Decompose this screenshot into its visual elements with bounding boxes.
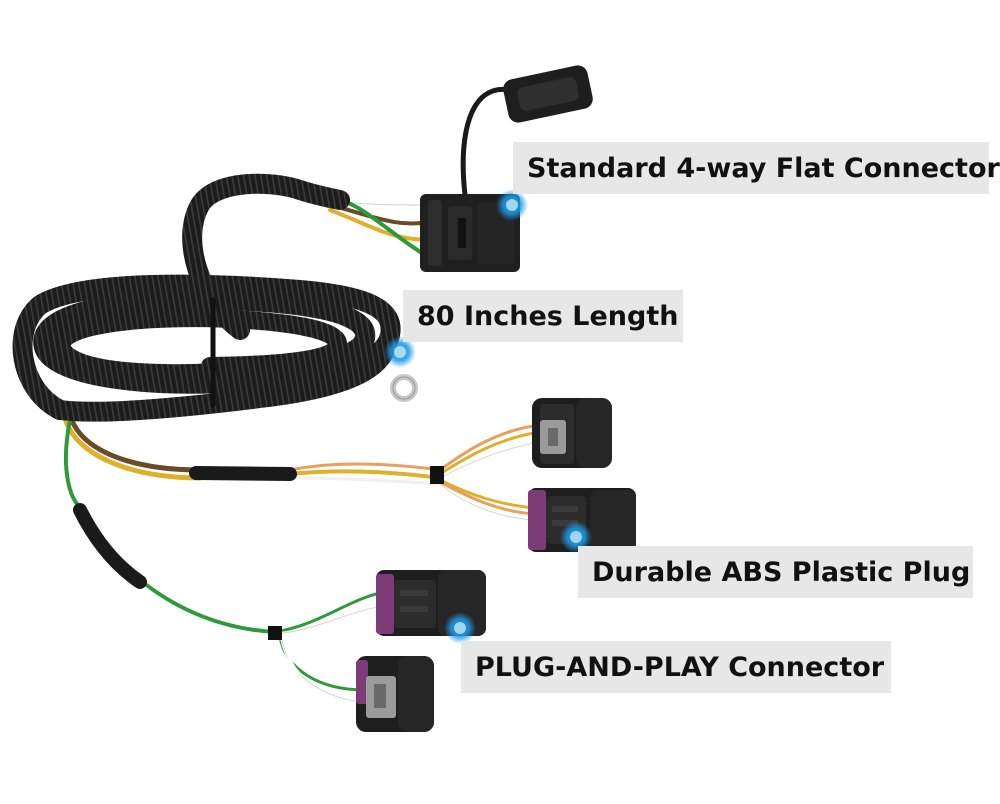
ring-terminal bbox=[390, 374, 418, 402]
heat-shrink bbox=[73, 466, 444, 640]
wires bbox=[62, 196, 542, 716]
callout-plug-and-play: PLUG-AND-PLAY Connector bbox=[461, 641, 891, 693]
callout-abs-plug: Durable ABS Plastic Plug bbox=[578, 546, 973, 598]
callout-markers bbox=[384, 189, 592, 644]
plug-lower-b bbox=[356, 656, 434, 732]
callout-flat-connector: Standard 4-way Flat Connector bbox=[513, 142, 1000, 194]
braided-sleeve-coil bbox=[12, 173, 401, 422]
plug-upper-right bbox=[532, 398, 612, 468]
callout-length: 80 Inches Length bbox=[403, 290, 683, 342]
flat-4-way-connector bbox=[420, 65, 593, 272]
